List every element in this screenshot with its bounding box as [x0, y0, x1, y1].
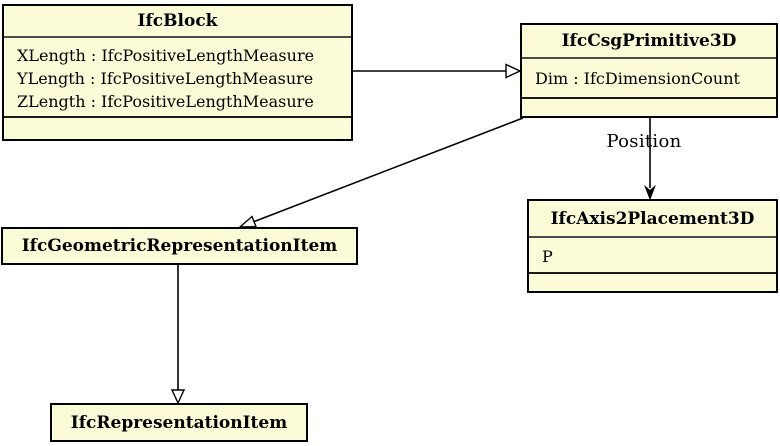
class-ifcgeometricrepresentationitem[interactable]: IfcGeometricRepresentationItem [1, 227, 358, 265]
attribute-p: P [542, 247, 553, 266]
attribute-dim: Dim : IfcDimensionCount [535, 69, 740, 88]
attribute-xlength: XLength : IfcPositiveLengthMeasure [17, 46, 315, 65]
class-title: IfcBlock [4, 6, 351, 38]
generalization-arrow-ifcgeometricrepresentationitem-to-ifcrepresentationitem [170, 265, 186, 405]
class-attributes: P [529, 238, 776, 272]
attribute-zlength: ZLength : IfcPositiveLengthMeasure [17, 92, 314, 111]
class-attributes: Dim : IfcDimensionCount [522, 59, 776, 97]
attribute-ylength: YLength : IfcPositiveLengthMeasure [17, 69, 314, 88]
class-title: IfcCsgPrimitive3D [522, 25, 776, 59]
class-title: IfcGeometricRepresentationItem [21, 236, 338, 256]
class-title: IfcRepresentationItem [70, 412, 288, 433]
class-ifcaxis2placement3d[interactable]: IfcAxis2Placement3D P [527, 199, 778, 293]
class-title: IfcAxis2Placement3D [529, 201, 776, 238]
empty-compartment [529, 272, 776, 291]
class-ifccsgprimitive3d[interactable]: IfcCsgPrimitive3D Dim : IfcDimensionCoun… [520, 23, 778, 118]
class-ifcblock[interactable]: IfcBlock XLength : IfcPositiveLengthMeas… [2, 4, 353, 141]
association-label-position: Position [606, 131, 682, 152]
empty-compartment [522, 97, 776, 116]
generalization-arrow-ifcblock-to-ifccsgprimitive3d [353, 63, 522, 79]
class-attributes: XLength : IfcPositiveLengthMeasure YLeng… [4, 38, 351, 116]
class-ifcrepresentationitem[interactable]: IfcRepresentationItem [50, 403, 308, 442]
empty-compartment [4, 116, 351, 139]
